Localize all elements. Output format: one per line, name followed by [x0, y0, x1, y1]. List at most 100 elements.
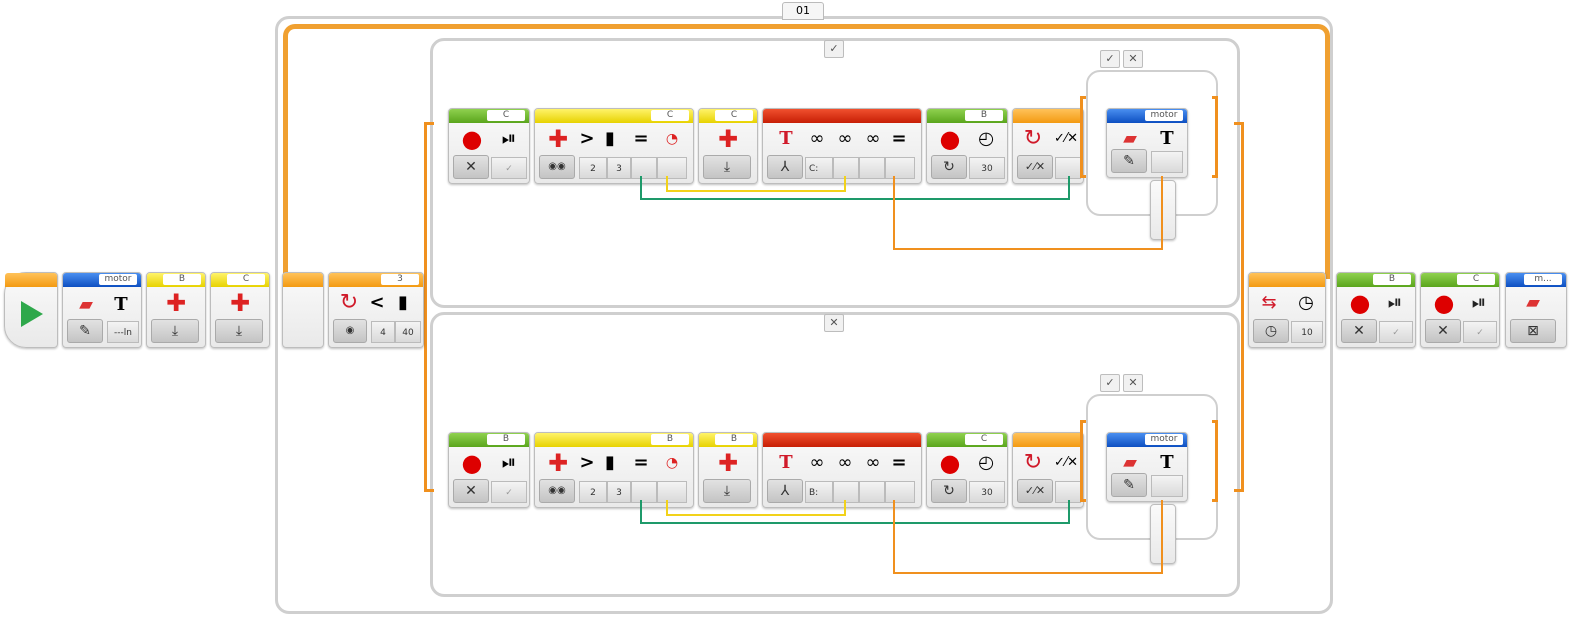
off-mode-button[interactable]: ✕: [1425, 319, 1461, 343]
off-mode-button[interactable]: ✕: [1341, 319, 1377, 343]
text-c-input[interactable]: [859, 157, 885, 179]
text-b-input[interactable]: [833, 157, 859, 179]
logic-mode-button[interactable]: ✓⁄✕: [1017, 479, 1053, 503]
rotation-reset-block-b[interactable]: B ✚ ⤓: [146, 272, 206, 348]
timer-seconds-input[interactable]: 10: [1291, 321, 1323, 343]
file-suitcase-icon: ▰: [1526, 292, 1540, 313]
variable-value-input[interactable]: [1151, 475, 1183, 497]
loop-end-block[interactable]: ⇆ ◷ ◷ 10: [1248, 272, 1326, 348]
compare-rotation-block[interactable]: C ✚ > ▮ = ◔ ◉◉ 2 3: [534, 108, 694, 184]
logic-icon: ✓⁄✕: [1054, 455, 1078, 470]
compare-mode-button[interactable]: ◉◉: [539, 479, 575, 503]
motor-stop-block-b[interactable]: B ● ⏯ ✕ ✓: [1336, 272, 1416, 348]
reset-mode-button[interactable]: ⤓: [703, 155, 751, 179]
file-close-block[interactable]: m... ▰ ⊠: [1505, 272, 1567, 348]
loop-return-wire: [283, 24, 1330, 279]
logic-switch-block[interactable]: ↻ ✓⁄✕ ✓⁄✕: [1012, 108, 1084, 184]
power-icon: ◴: [978, 452, 994, 473]
motor-on-block[interactable]: C ● ◴ ↻ 30: [926, 432, 1008, 508]
variable-value-input[interactable]: [1151, 151, 1183, 173]
inner-case-true-tab[interactable]: ✓: [1100, 50, 1120, 68]
link-b-icon: ∞: [837, 128, 853, 149]
off-mode-button[interactable]: ✕: [453, 155, 489, 179]
brake-at-end-input[interactable]: ✓: [1379, 321, 1413, 343]
write-mode-button[interactable]: ✎: [1111, 149, 1147, 173]
brake-input[interactable]: ✓: [491, 481, 527, 503]
inner-case-false-tab[interactable]: ✕: [1123, 374, 1143, 392]
variable-write-block[interactable]: motor ▰ T ✎: [1106, 432, 1188, 502]
merge-mode-button[interactable]: ⅄: [767, 479, 803, 503]
switch-mode-button[interactable]: ◉: [333, 319, 367, 343]
start-header: [5, 273, 57, 287]
off-mode-button[interactable]: ✕: [453, 479, 489, 503]
degrees-output[interactable]: [657, 157, 687, 179]
case-true-tab[interactable]: ✓: [824, 40, 844, 58]
close-mode-button[interactable]: ⊠: [1510, 319, 1556, 343]
wire-plug[interactable]: [1150, 180, 1176, 240]
result-output[interactable]: [631, 481, 657, 503]
equals-icon: =: [891, 452, 907, 473]
reset-mode-button[interactable]: ⤓: [215, 319, 263, 343]
reset-mode-button[interactable]: ⤓: [703, 479, 751, 503]
timer-icon: ◷: [1298, 292, 1314, 313]
variable-block-motor[interactable]: motor ▰ T ✎ ---ln: [62, 272, 142, 348]
timer-mode-button[interactable]: ◷: [1253, 319, 1289, 343]
large-motor-icon: ●: [461, 449, 483, 477]
threshold-input[interactable]: 3: [607, 481, 631, 503]
power-input[interactable]: 30: [969, 157, 1005, 179]
text-merge-block[interactable]: T ∞ ∞ ∞ = ⅄ B:: [762, 432, 922, 508]
text-b-input[interactable]: [833, 481, 859, 503]
threshold-input[interactable]: 3: [607, 157, 631, 179]
text-a-input[interactable]: C:: [805, 157, 833, 179]
mode-value-input[interactable]: 4: [371, 321, 395, 343]
compare-type-input[interactable]: 2: [579, 157, 607, 179]
loop-name-tab[interactable]: 01: [782, 2, 824, 20]
large-motor-icon: ●: [939, 125, 961, 153]
rotation-reset-block-c[interactable]: C ✚ ⤓: [210, 272, 270, 348]
variable-value-input[interactable]: ---ln: [107, 321, 139, 343]
inner-case-false-tab[interactable]: ✕: [1123, 50, 1143, 68]
variable-suitcase-icon: ▰: [79, 294, 93, 315]
motor-stop-block-c[interactable]: C ● ⏯ ✕ ✓: [1420, 272, 1500, 348]
text-c-input[interactable]: [859, 481, 885, 503]
merge-mode-button[interactable]: ⅄: [767, 155, 803, 179]
green-data-wire: [640, 176, 1070, 200]
brake-at-end-input[interactable]: ✓: [1463, 321, 1497, 343]
rotation-reset-block[interactable]: B ✚ ⤓: [698, 432, 758, 508]
loop-start-block[interactable]: [282, 272, 324, 348]
motor-stop-block[interactable]: B ● ⏯ ✕ ✓: [448, 432, 530, 508]
write-mode-button[interactable]: ✎: [67, 319, 103, 343]
variable-suitcase-icon: ▰: [1123, 128, 1137, 149]
text-result-output[interactable]: [885, 481, 915, 503]
degrees-output[interactable]: [657, 481, 687, 503]
logic-mode-button[interactable]: ✓⁄✕: [1017, 155, 1053, 179]
inner-case-true-tab[interactable]: ✓: [1100, 374, 1120, 392]
compare-mode-button[interactable]: ◉◉: [539, 155, 575, 179]
text-icon: T: [779, 452, 793, 473]
case-false-tab[interactable]: ✕: [824, 314, 844, 332]
brake-input[interactable]: ✓: [491, 157, 527, 179]
compare-type-icon: ▮: [605, 452, 615, 473]
result-output[interactable]: [631, 157, 657, 179]
threshold-input[interactable]: 40: [395, 321, 421, 343]
compare-type-input[interactable]: 2: [579, 481, 607, 503]
rotation-reset-block[interactable]: C ✚ ⤓: [698, 108, 758, 184]
start-block[interactable]: [4, 272, 58, 348]
on-mode-button[interactable]: ↻: [931, 155, 967, 179]
on-mode-button[interactable]: ↻: [931, 479, 967, 503]
logic-switch-block[interactable]: ↻ ✓⁄✕ ✓⁄✕: [1012, 432, 1084, 508]
text-a-input[interactable]: B:: [805, 481, 833, 503]
motor-stop-block[interactable]: C ● ⏯ ✕ ✓: [448, 108, 530, 184]
switch-block[interactable]: 3 ↻ < ▮ ◉ 4 40: [328, 272, 424, 348]
text-merge-block[interactable]: T ∞ ∞ ∞ = ⅄ C:: [762, 108, 922, 184]
write-mode-button[interactable]: ✎: [1111, 473, 1147, 497]
motor-on-block[interactable]: B ● ◴ ↻ 30: [926, 108, 1008, 184]
switch-icon: ↻: [339, 290, 359, 315]
variable-write-block[interactable]: motor ▰ T ✎: [1106, 108, 1188, 178]
wire-plug[interactable]: [1150, 504, 1176, 564]
compare-rotation-block[interactable]: B ✚ > ▮ = ◔ ◉◉ 2 3: [534, 432, 694, 508]
text-result-output[interactable]: [885, 157, 915, 179]
power-input[interactable]: 30: [969, 481, 1005, 503]
yellow-data-wire: [666, 500, 846, 516]
reset-mode-button[interactable]: ⤓: [151, 319, 199, 343]
